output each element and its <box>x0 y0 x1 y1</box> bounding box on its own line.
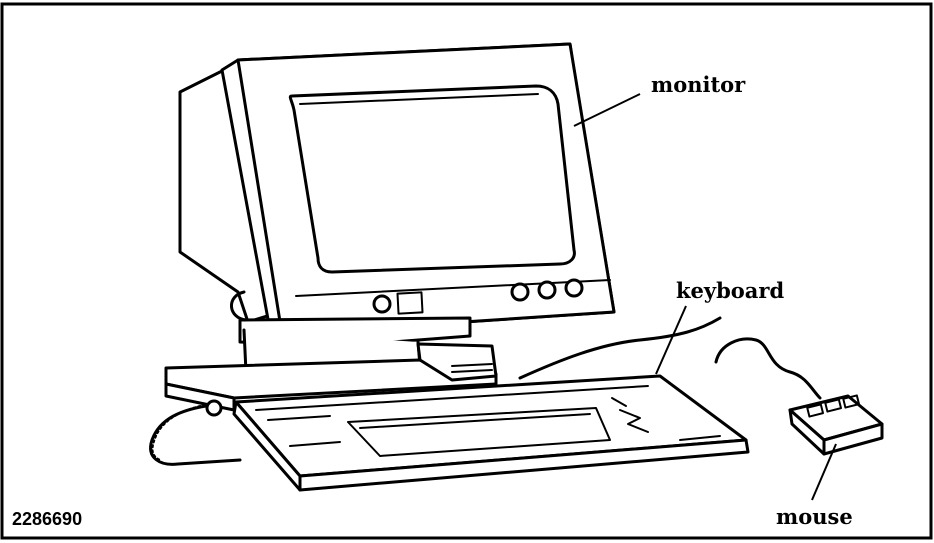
monitor-knob-3 <box>566 280 582 296</box>
keyboard-label: keyboard <box>676 278 784 303</box>
monitor-knob-1 <box>512 284 528 300</box>
monitor-label: monitor <box>651 72 746 97</box>
figure-id: 2286690 <box>12 509 82 529</box>
mouse-label: mouse <box>776 504 853 529</box>
monitor-knob-2 <box>539 282 555 298</box>
monitor-power-knob <box>374 296 390 312</box>
monitor-screen <box>290 86 574 272</box>
keyboard-cable-plug <box>207 401 221 415</box>
